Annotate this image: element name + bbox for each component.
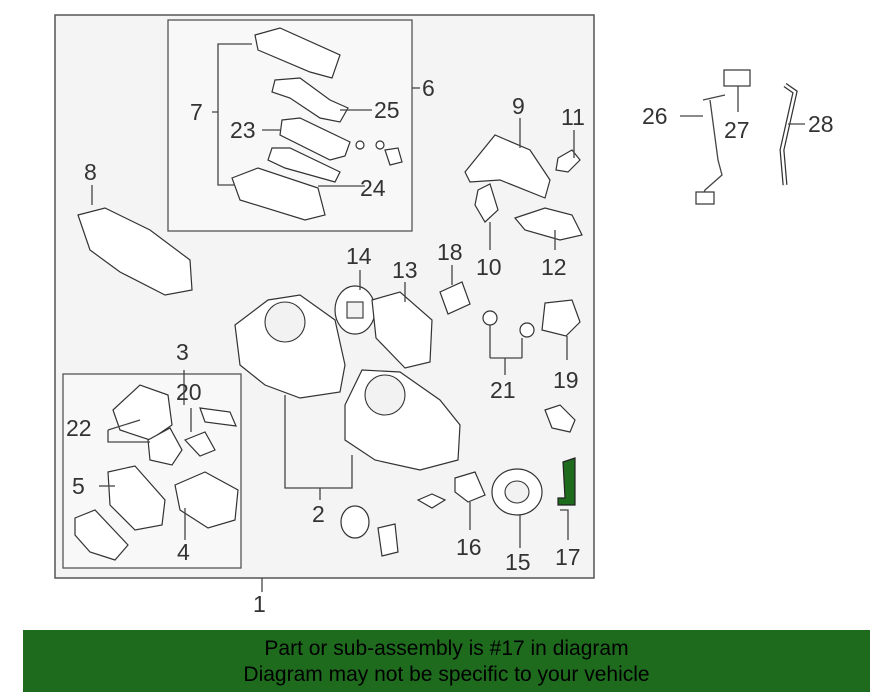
part-17-seal [557,457,576,506]
part-26-harness [699,94,726,203]
part-22-fan-housing [112,384,173,441]
part-small-gear [340,505,370,539]
part-28-hose-inner [780,83,797,186]
callout-21: 21 [490,377,516,403]
part-small-bracket [377,523,399,557]
banner-line-1: Part or sub-assembly is #17 in diagram [264,637,629,660]
part-22-fan-housing-b [147,427,183,466]
part-21-grommet-a [482,310,498,326]
part-16-connector [454,471,486,503]
callout-16: 16 [456,534,482,560]
callout-2: 2 [312,501,325,527]
part-screw-b [375,140,385,150]
part-clip-a [384,147,403,166]
banner-line-2: Diagram may not be specific to your vehi… [243,663,650,686]
part-25-lever [271,77,349,123]
part-14-motor-center [346,301,364,319]
part-7-lower-door [231,167,326,221]
part-screw-a [355,140,365,150]
part-12-duct [513,207,583,241]
callout-3: 3 [176,339,189,365]
callout-1: 1 [253,591,266,617]
callout-4: 4 [177,539,190,565]
callout-27: 27 [724,117,750,143]
callout-13: 13 [392,257,418,283]
part-27-sensor [723,69,751,87]
part-filter-element [74,509,129,561]
part-15-blower-hub [504,480,530,504]
callout-28: 28 [808,111,834,137]
callout-17: 17 [555,544,581,570]
part-18-resistor [439,281,471,315]
callout-8: 8 [84,159,97,185]
callout-15: 15 [505,549,531,575]
part-21-grommet-b [519,322,535,338]
callout-23: 23 [230,117,256,143]
part-23-link-b [267,147,341,183]
callout-5: 5 [72,473,85,499]
callout-11: 11 [561,104,585,130]
callout-9: 9 [512,93,525,119]
callout-12: 12 [541,254,567,280]
leader-lines [91,43,805,592]
part-2-case-right-opening [364,374,406,416]
info-banner: Part or sub-assembly is #17 in diagram D… [23,630,870,692]
part-19-module [541,299,581,337]
part-small-clip [416,493,447,509]
part-20-link [183,431,216,457]
part-4-filter-door [174,471,239,529]
part-8-duct [77,207,193,296]
callout-26: 26 [642,103,668,129]
part-9-duct [464,134,551,199]
part-20-clips [199,407,237,427]
callout-7: 7 [190,99,203,125]
callout-6: 6 [422,75,435,101]
callout-25: 25 [374,97,400,123]
callout-24: 24 [360,175,386,201]
callout-18: 18 [437,239,463,265]
callout-14: 14 [346,243,372,269]
part-5-filter-frame [107,465,166,531]
parts-diagram: 1 2 3 4 5 6 7 8 9 10 11 12 13 14 15 16 1… [54,14,834,617]
part-26-connector [695,191,715,205]
part-2-case-left-fan-opening [264,301,306,343]
callout-20: 20 [176,379,202,405]
part-2-case-left [234,294,346,399]
callout-10: 10 [476,254,502,280]
part-10-actuator [474,183,499,223]
part-7-upper-door [254,27,341,79]
callout-22: 22 [66,415,92,441]
part-13-evaporator [371,291,433,369]
part-clip-right [544,404,576,433]
callout-19: 19 [553,367,579,393]
part-23-link [279,117,351,161]
